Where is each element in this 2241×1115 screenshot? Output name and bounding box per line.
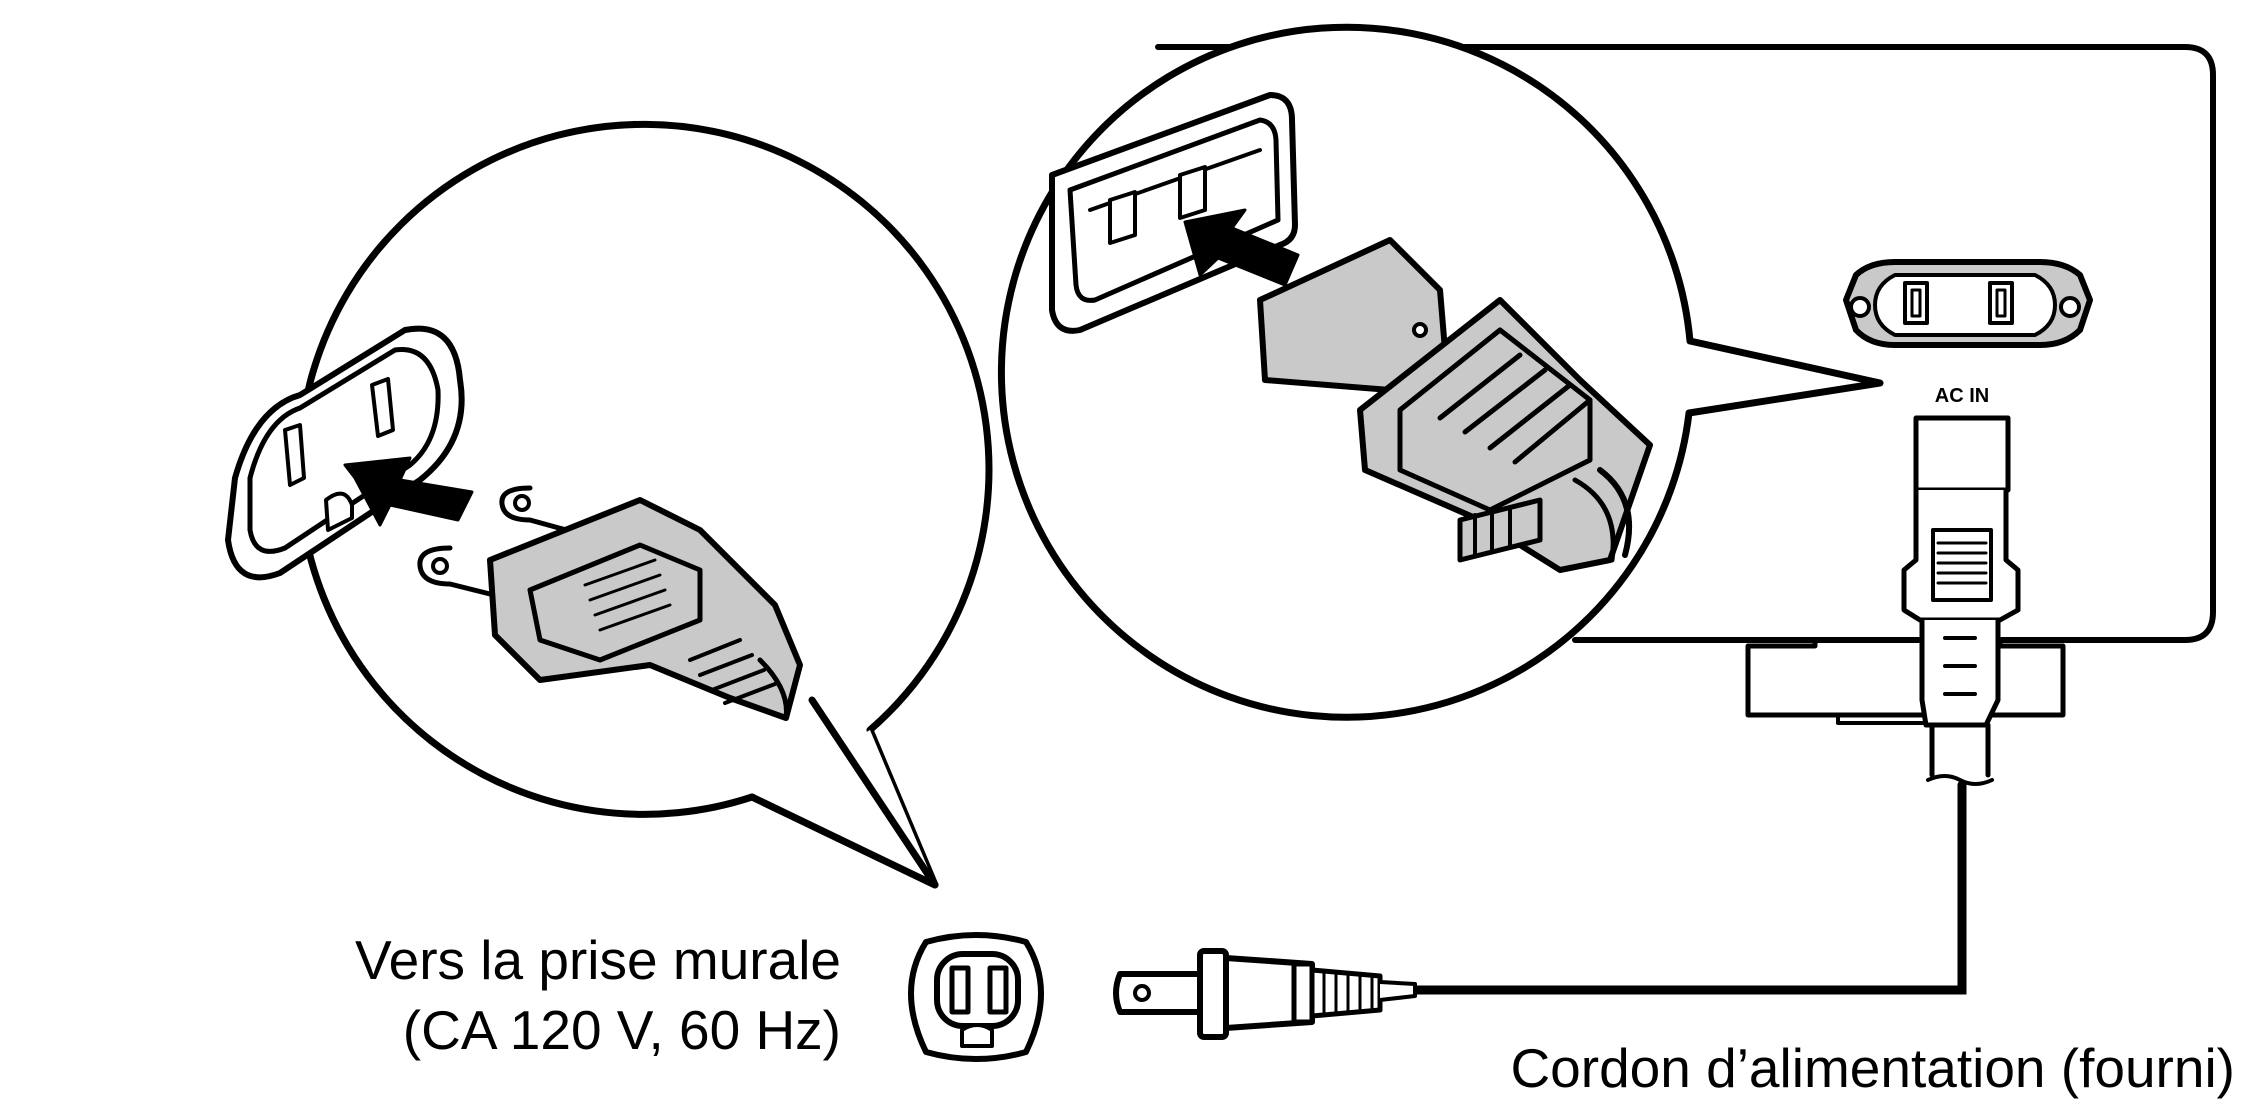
iec-connector-icon: [1901, 415, 2021, 786]
arrow-icon: [1183, 208, 1300, 287]
plug-icon: [1113, 948, 1417, 1040]
ac-inlet-icon: [1843, 259, 2093, 348]
zoom-callout-acin: [997, 23, 1884, 721]
wall-outlet-spec-label: (CA 120 V, 60 Hz): [402, 999, 841, 1061]
wall-outlet-label: Vers la prise murale: [354, 929, 841, 991]
ac-in-label: AC IN: [1935, 385, 1989, 407]
wall-outlet-icon: [908, 932, 1044, 1062]
power-cord-label: Cordon d’alimentation (fourni): [1510, 1037, 2235, 1099]
arrow-icon: [343, 456, 474, 527]
zoom-callout-wall: [225, 120, 993, 889]
power-cord: [1410, 780, 1967, 995]
